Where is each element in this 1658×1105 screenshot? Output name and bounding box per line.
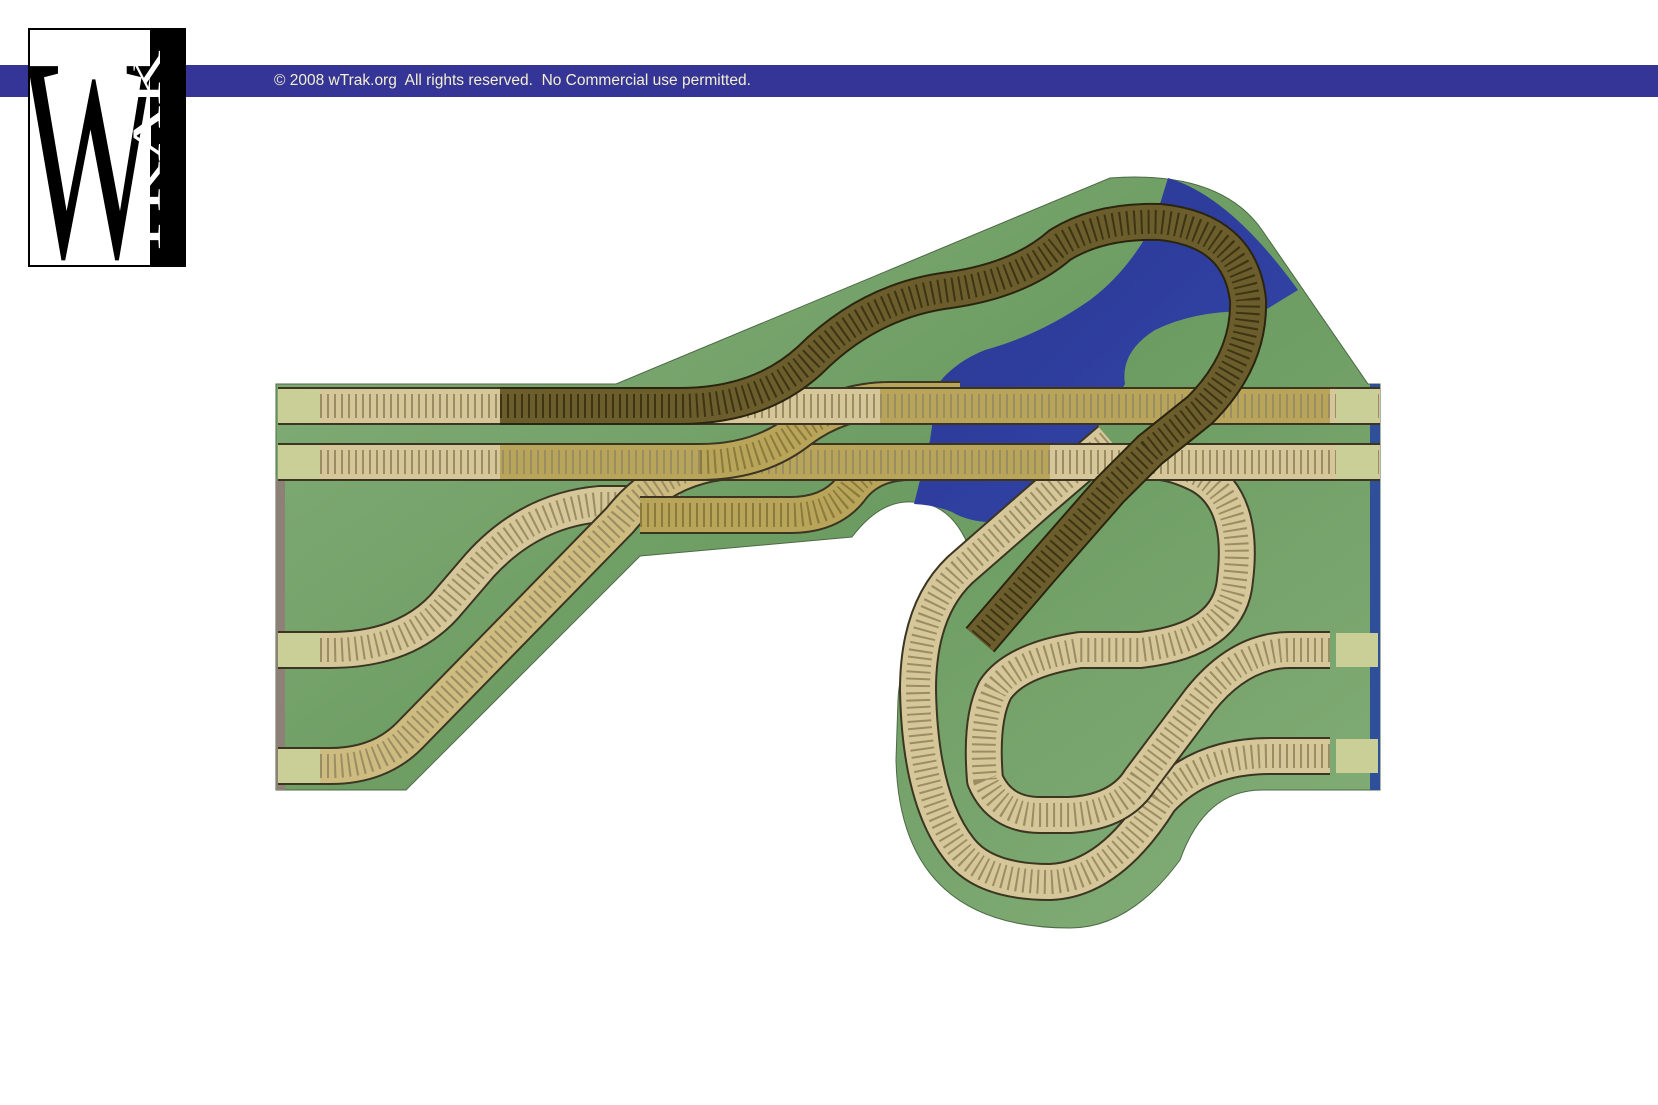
loop-track-inner [964,442,1330,834]
left-curve-track [278,485,680,669]
header-banner [0,65,1658,97]
module-edge-right [1370,384,1380,790]
logo-letter: W [28,28,158,267]
wtrak-logo-icon: W TRAK [28,28,186,267]
module-interface-right [1336,389,1378,773]
module-interface-left [278,389,320,783]
loop-track-outer [899,425,1330,901]
upper-branch-track [500,202,1268,653]
logo-wordmark: TRAK [124,50,169,260]
water-river [914,178,1298,522]
copyright-text: © 2008 wTrak.org All rights reserved. No… [274,72,751,89]
